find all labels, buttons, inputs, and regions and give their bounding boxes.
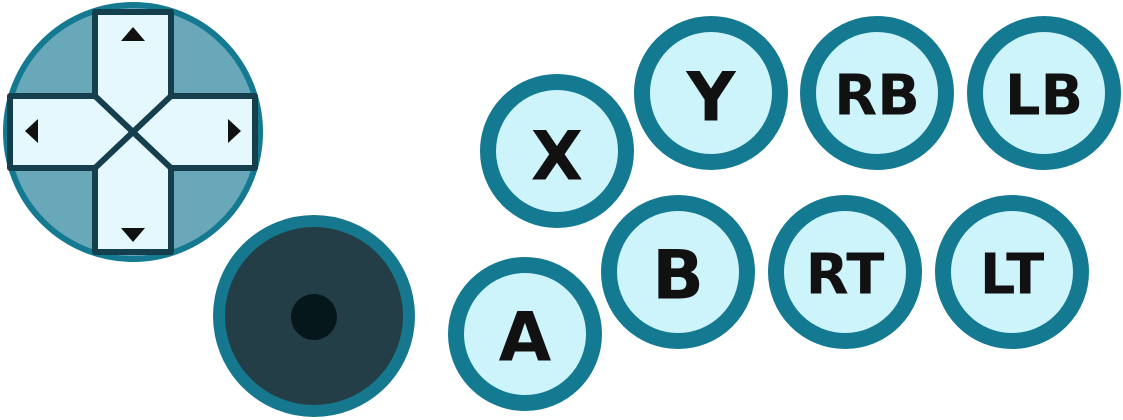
button-lt[interactable]: LT (935, 195, 1089, 349)
button-a-circle (448, 257, 602, 411)
button-b-label: B (652, 237, 704, 316)
button-lb-label: LB (1005, 64, 1083, 129)
arrow-up-icon[interactable] (121, 27, 145, 41)
button-y-circle (634, 16, 788, 170)
button-x-label: X (531, 118, 583, 197)
arrow-left-icon[interactable] (25, 119, 38, 143)
button-rb-circle (800, 16, 954, 170)
dpad[interactable] (3, 2, 263, 262)
button-a[interactable]: A (448, 257, 602, 411)
button-lb-circle (967, 16, 1121, 170)
button-rt[interactable]: RT (768, 195, 922, 349)
button-rt-label: RT (806, 243, 885, 308)
button-a-label: A (499, 299, 552, 378)
button-y-label: Y (685, 59, 736, 138)
joystick[interactable] (213, 215, 415, 417)
button-lb[interactable]: LB (967, 16, 1121, 170)
button-rb-label: RB (834, 64, 920, 129)
button-lt-label: LT (980, 243, 1045, 308)
button-x[interactable]: X (480, 74, 634, 228)
arrow-down-icon[interactable] (121, 228, 145, 242)
button-x-circle (480, 74, 634, 228)
button-y[interactable]: Y (634, 16, 788, 170)
arrow-right-icon[interactable] (228, 119, 241, 143)
button-rb[interactable]: RB (800, 16, 954, 170)
button-rt-circle (768, 195, 922, 349)
button-b-circle (601, 195, 755, 349)
joystick-center (291, 294, 337, 340)
dpad-divider (92, 93, 174, 171)
button-b[interactable]: B (601, 195, 755, 349)
button-lt-circle (935, 195, 1089, 349)
